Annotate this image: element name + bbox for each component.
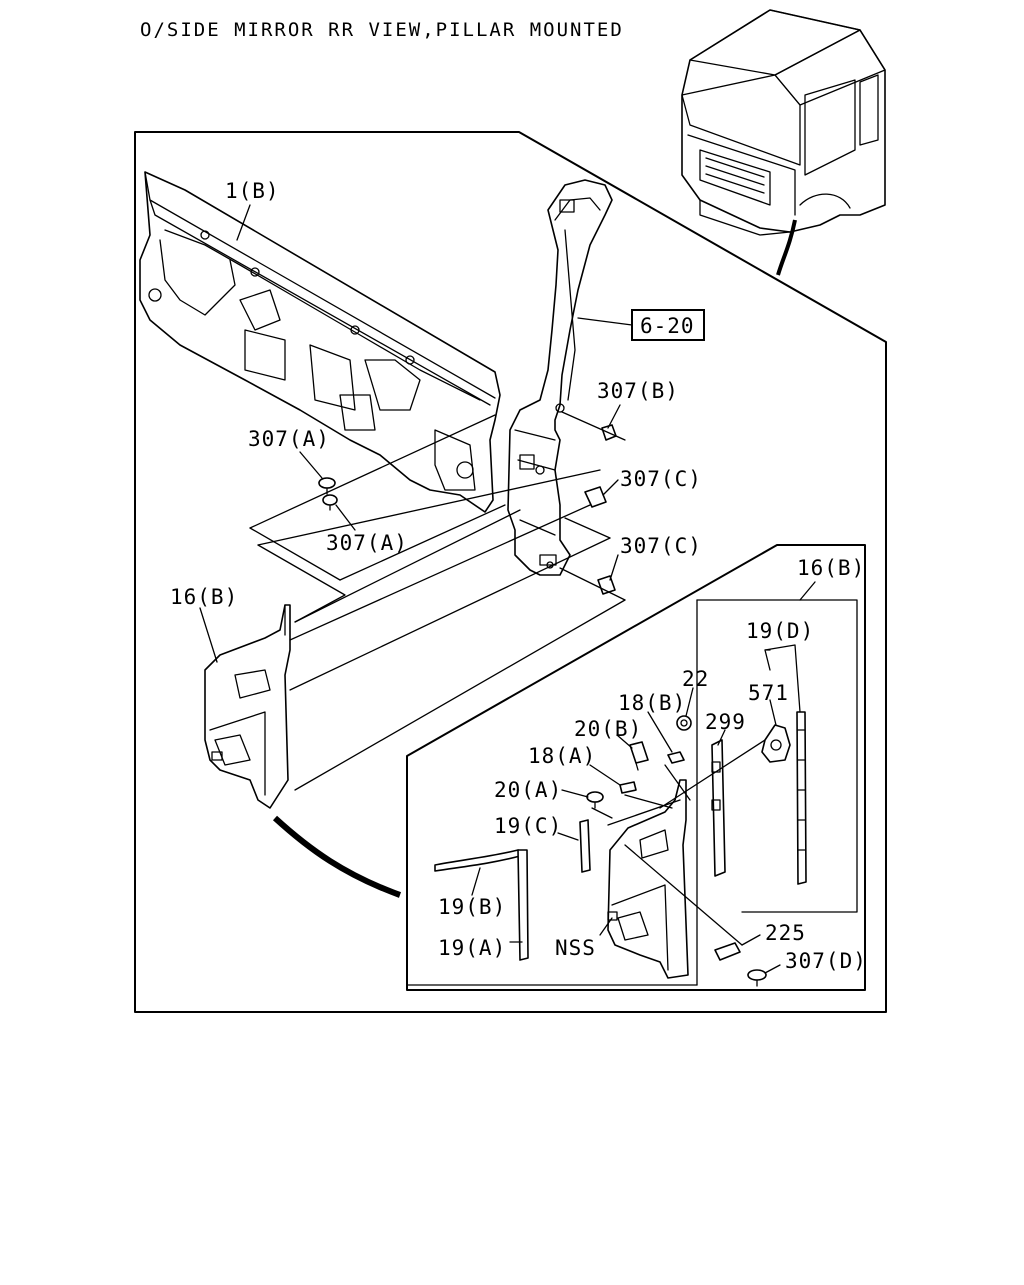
clip-225 bbox=[714, 942, 741, 961]
label-307c-bottom: 307(C) bbox=[620, 534, 702, 558]
detail-subframe bbox=[696, 599, 858, 913]
label-19c: 19(C) bbox=[494, 814, 562, 838]
leader-lines-main bbox=[199, 204, 816, 663]
label-16b-right: 16(B) bbox=[797, 556, 865, 580]
label-22: 22 bbox=[682, 667, 709, 691]
leader-lines-detail bbox=[471, 644, 801, 974]
detail-connector-arrow bbox=[272, 815, 402, 898]
cowl-panel-part bbox=[139, 171, 501, 513]
label-19a: 19(A) bbox=[438, 936, 506, 960]
weatherstrip-19d bbox=[796, 711, 807, 885]
grommet-22 bbox=[676, 715, 692, 731]
screw-20a bbox=[586, 791, 604, 809]
plate-299 bbox=[711, 739, 726, 877]
pillar-part bbox=[507, 179, 613, 576]
fastener-307a-top bbox=[318, 477, 336, 495]
label-299: 299 bbox=[705, 710, 746, 734]
strip-19a bbox=[517, 849, 529, 961]
label-307a-bottom: 307(A) bbox=[326, 531, 408, 555]
label-307b: 307(B) bbox=[597, 379, 679, 403]
pillar-trim-detail bbox=[607, 779, 689, 979]
diagram-title: O/SIDE MIRROR RR VIEW,PILLAR MOUNTED bbox=[140, 19, 624, 41]
detail-frame bbox=[406, 544, 866, 991]
label-16b-left: 16(B) bbox=[170, 585, 238, 609]
clip-307c-top bbox=[584, 486, 607, 508]
label-307c-top: 307(C) bbox=[620, 467, 702, 491]
explosion-lines bbox=[249, 411, 626, 791]
label-nss: NSS bbox=[555, 936, 596, 960]
clip-20b bbox=[629, 741, 649, 771]
label-18b: 18(B) bbox=[618, 691, 686, 715]
label-20b: 20(B) bbox=[574, 717, 642, 741]
reference-box-6-20 bbox=[631, 309, 705, 341]
fastener-307a-bottom bbox=[322, 494, 338, 511]
label-20a: 20(A) bbox=[494, 778, 562, 802]
outer-frame bbox=[134, 131, 887, 1013]
pad-18a bbox=[619, 781, 637, 794]
pad-18b bbox=[667, 751, 685, 764]
label-307a-top: 307(A) bbox=[248, 427, 330, 451]
label-19d: 19(D) bbox=[746, 619, 814, 643]
screw-307d bbox=[747, 969, 767, 987]
label-307d: 307(D) bbox=[785, 949, 867, 973]
strip-19c bbox=[579, 819, 591, 873]
bracket-571 bbox=[761, 724, 791, 763]
label-1b: 1(B) bbox=[225, 179, 280, 203]
truck-cab-icon bbox=[681, 9, 886, 276]
label-225: 225 bbox=[765, 921, 806, 945]
pillar-trim-part bbox=[204, 604, 291, 809]
label-6-20: 6-20 bbox=[640, 314, 695, 338]
label-18a: 18(A) bbox=[528, 744, 596, 768]
label-19b: 19(B) bbox=[438, 895, 506, 919]
label-571: 571 bbox=[748, 681, 789, 705]
strip-19b bbox=[434, 849, 521, 872]
